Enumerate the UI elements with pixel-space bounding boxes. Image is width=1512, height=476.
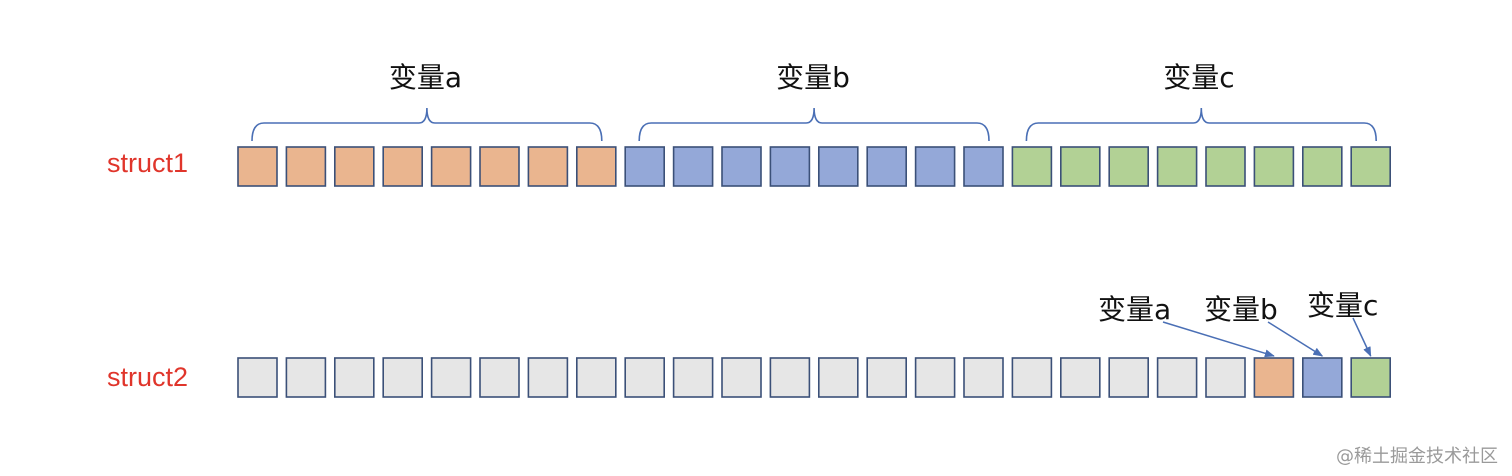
struct2-cell-empty bbox=[1060, 357, 1101, 398]
struct1-cell-a bbox=[575, 146, 617, 187]
pointer-arrow-a bbox=[1162, 321, 1275, 358]
struct1-variable-b-label: 变量b bbox=[776, 61, 850, 94]
struct1-cell-b bbox=[769, 146, 811, 187]
brace-b bbox=[638, 107, 990, 142]
struct1-cell-b bbox=[672, 146, 714, 187]
brace-a bbox=[251, 107, 603, 142]
struct1-label: struct1 bbox=[107, 148, 189, 178]
struct2-cell-empty bbox=[479, 357, 520, 398]
struct1-cell-c bbox=[1253, 146, 1295, 187]
struct2-cells bbox=[237, 357, 1391, 398]
pointer-arrow-c bbox=[1352, 317, 1372, 357]
struct1-cell-b bbox=[914, 146, 956, 187]
struct2-cell-empty bbox=[382, 357, 424, 398]
brace-c bbox=[1025, 107, 1377, 142]
struct1-cell-b bbox=[624, 146, 666, 187]
struct2-label: struct2 bbox=[107, 362, 189, 392]
struct2-cell-empty bbox=[285, 357, 327, 398]
pointer-arrow-b bbox=[1267, 321, 1324, 357]
watermark: @稀土掘金技术社区 bbox=[1336, 446, 1498, 467]
struct2-cell-a bbox=[1253, 357, 1295, 398]
struct2-cell-empty bbox=[430, 357, 472, 398]
struct1-cell-c bbox=[1205, 146, 1246, 187]
struct2-variable-c-label: 变量c bbox=[1307, 289, 1379, 322]
struct1-cell-a bbox=[333, 146, 375, 187]
struct2-cell-empty bbox=[721, 357, 762, 398]
struct1-cell-a bbox=[285, 146, 327, 187]
struct2-cell-empty bbox=[237, 357, 278, 398]
struct2-cell-empty bbox=[769, 357, 811, 398]
struct1-variable-a-label: 变量a bbox=[388, 61, 463, 94]
struct1-cell-b bbox=[817, 146, 859, 187]
struct1-cell-a bbox=[527, 146, 569, 187]
struct1-cell-c bbox=[1011, 146, 1053, 187]
struct1-cell-b bbox=[866, 146, 908, 187]
struct2-cell-empty bbox=[1011, 357, 1053, 398]
struct2-pointer-arrows bbox=[1162, 317, 1372, 358]
struct2-cell-empty bbox=[1156, 357, 1198, 398]
struct1-cell-b bbox=[963, 146, 1004, 187]
struct1-cell-a bbox=[382, 146, 424, 187]
struct1-cell-c bbox=[1302, 146, 1343, 187]
struct2-cell-b bbox=[1302, 357, 1343, 398]
struct2-cell-empty bbox=[866, 357, 908, 398]
struct1-braces bbox=[251, 107, 1377, 142]
struct2-cell-empty bbox=[575, 357, 617, 398]
struct1-cells bbox=[237, 146, 1391, 187]
struct1-cell-c bbox=[1060, 146, 1101, 187]
struct2-cell-empty bbox=[817, 357, 859, 398]
struct2-cell-empty bbox=[963, 357, 1004, 398]
struct2-cell-empty bbox=[914, 357, 956, 398]
struct2-cell-empty bbox=[624, 357, 666, 398]
struct1-cell-c bbox=[1108, 146, 1149, 187]
struct2-cell-empty bbox=[333, 357, 375, 398]
struct2-cell-empty bbox=[672, 357, 714, 398]
struct1-cell-c bbox=[1350, 146, 1391, 187]
struct2-variable-a-label: 变量a bbox=[1098, 293, 1172, 326]
struct2-variable-b-label: 变量b bbox=[1204, 293, 1278, 326]
struct2-cell-c bbox=[1350, 357, 1391, 398]
struct1-cell-a bbox=[430, 146, 472, 187]
struct2-cell-empty bbox=[1108, 357, 1149, 398]
struct1-variable-c-label: 变量c bbox=[1163, 61, 1235, 94]
struct1-cell-b bbox=[721, 146, 762, 187]
struct1-cell-a bbox=[237, 146, 278, 187]
struct2-cell-empty bbox=[527, 357, 569, 398]
struct2-cell-empty bbox=[1205, 357, 1246, 398]
struct1-cell-c bbox=[1156, 146, 1198, 187]
struct1-cell-a bbox=[479, 146, 520, 187]
